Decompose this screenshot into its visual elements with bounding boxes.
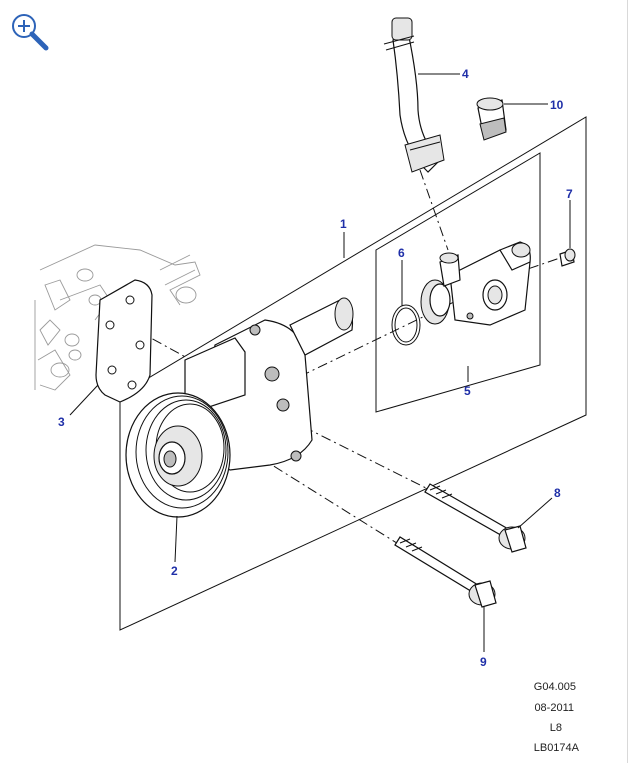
bolt-part-9	[394, 536, 497, 608]
o-ring-part-6	[391, 304, 421, 346]
callout-10[interactable]: 10	[550, 98, 564, 112]
callout-1[interactable]: 1	[340, 217, 347, 231]
reference-date: 08-2011	[534, 702, 574, 714]
reference-model: L8	[550, 722, 562, 734]
coolant-hose-part-4	[383, 17, 445, 173]
callout-9[interactable]: 9	[480, 655, 487, 669]
reference-id: LB0174A	[534, 742, 580, 754]
thermostat-housing-part-5	[420, 241, 531, 326]
callout-6[interactable]: 6	[398, 246, 405, 260]
callout-7[interactable]: 7	[566, 187, 573, 201]
callout-8[interactable]: 8	[554, 486, 561, 500]
diagram-reference: G04.005 08-2011 L8 LB0174A	[534, 681, 580, 754]
leader-lines	[69, 73, 571, 652]
bolt-part-8	[424, 483, 527, 553]
cap-part-10	[476, 97, 507, 141]
callout-2[interactable]: 2	[171, 564, 178, 578]
assembly-frame-5	[375, 152, 541, 413]
reference-code: G04.005	[534, 681, 576, 693]
zoom-in-icon[interactable]	[8, 10, 50, 52]
callout-5[interactable]: 5	[464, 384, 471, 398]
assembly-frame-1	[119, 116, 587, 631]
gasket-part-3	[95, 279, 153, 403]
bolt-part-7	[559, 248, 576, 267]
callout-4[interactable]: 4	[462, 67, 469, 81]
callout-3[interactable]: 3	[58, 415, 65, 429]
water-pump-part-2	[125, 297, 354, 518]
